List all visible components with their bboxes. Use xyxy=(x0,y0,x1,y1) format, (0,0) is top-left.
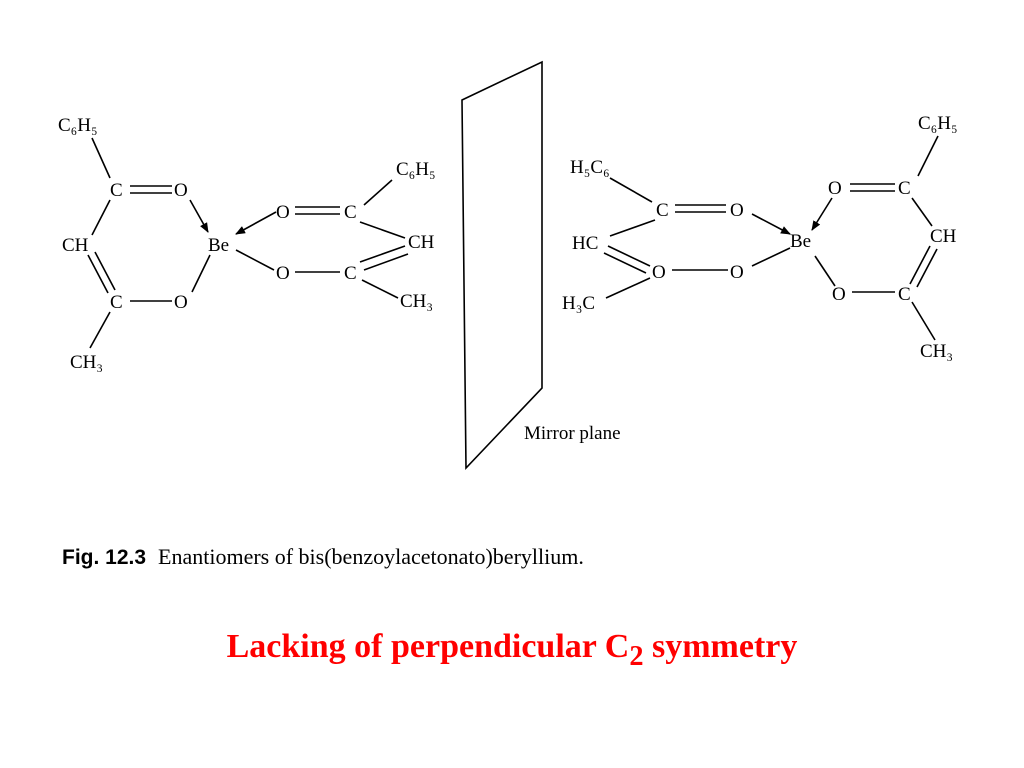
right-enantiomer: H₅C₆ C O HC O O H₃C Be C₆H₅ O C CH O C C… xyxy=(562,113,958,362)
carbon-label: C xyxy=(898,284,911,305)
beryllium-label: Be xyxy=(208,235,229,256)
mirror-plane-label: Mirror plane xyxy=(524,423,621,444)
bond xyxy=(359,221,406,239)
methyl-label: CH₃ xyxy=(920,341,953,362)
bond xyxy=(609,177,653,203)
coordinate-bond xyxy=(811,197,833,231)
bond xyxy=(91,137,111,179)
methyl-label: CH₃ xyxy=(400,291,433,312)
figure-caption-text: Enantiomers of bis(benzoylacetonato)bery… xyxy=(158,544,584,569)
oxygen-label: O xyxy=(730,200,744,221)
coordinate-bond xyxy=(235,211,277,235)
oxygen-label: O xyxy=(828,178,842,199)
enantiomer-diagram: C₆H₅ C O CH Be C O CH₃ O C C₆H₅ CH O C C… xyxy=(58,60,958,470)
phenyl-label: C₆H₅ xyxy=(396,159,436,180)
phenyl-label: H₅C₆ xyxy=(570,157,610,178)
phenyl-label: C₆H₅ xyxy=(918,113,958,134)
beryllium-label: Be xyxy=(790,231,811,252)
bond xyxy=(609,219,656,237)
carbon-label: C xyxy=(344,202,357,223)
oxygen-label: O xyxy=(730,262,744,283)
methyl-label: CH₃ xyxy=(70,352,103,373)
double-bond xyxy=(363,253,409,271)
bond xyxy=(751,247,791,267)
left-enantiomer: C₆H₅ C O CH Be C O CH₃ O C C₆H₅ CH O C C… xyxy=(58,115,436,373)
bond xyxy=(363,179,393,206)
carbon-label: C xyxy=(110,180,123,201)
oxygen-label: O xyxy=(652,262,666,283)
bond xyxy=(91,199,111,236)
bond xyxy=(605,277,651,299)
coordinate-bond xyxy=(751,213,791,235)
subtitle-suffix: symmetry xyxy=(643,628,798,665)
carbon-label: C xyxy=(110,292,123,313)
double-bond xyxy=(94,251,116,291)
oxygen-label: O xyxy=(174,292,188,313)
oxygen-label: O xyxy=(832,284,846,305)
double-bond xyxy=(607,245,651,267)
bond xyxy=(361,279,399,299)
figure-number: Fig. 12.3 xyxy=(62,546,147,569)
bond xyxy=(911,197,933,227)
figure-caption: Fig. 12.3 Enantiomers of bis(benzoylaceto… xyxy=(62,544,584,570)
double-bond xyxy=(359,245,406,263)
methine-label: CH xyxy=(930,226,957,247)
double-bond xyxy=(916,248,938,288)
carbon-label: C xyxy=(344,263,357,284)
bond xyxy=(235,249,275,271)
bond xyxy=(89,311,111,349)
coordinate-bond xyxy=(189,199,209,233)
mirror-plane: Mirror plane xyxy=(461,60,621,470)
bond xyxy=(191,254,211,293)
oxygen-label: O xyxy=(276,263,290,284)
double-bond xyxy=(603,252,647,274)
mirror-plane-shape xyxy=(461,60,543,470)
methyl-label: H₃C xyxy=(562,293,595,314)
oxygen-label: O xyxy=(276,202,290,223)
methine-label: CH xyxy=(62,235,89,256)
bond xyxy=(814,255,836,287)
methine-label: HC xyxy=(572,233,598,254)
double-bond xyxy=(87,254,109,294)
carbon-label: C xyxy=(656,200,669,221)
slide-subtitle: Lacking of perpendicular C2 symmetry xyxy=(0,628,1024,673)
bond xyxy=(911,301,936,341)
double-bond xyxy=(909,245,931,285)
phenyl-label: C₆H₅ xyxy=(58,115,98,136)
bond xyxy=(917,135,939,177)
subtitle-subscript: 2 xyxy=(629,640,644,672)
carbon-label: C xyxy=(898,178,911,199)
methine-label: CH xyxy=(408,232,435,253)
subtitle-text: Lacking of perpendicular C xyxy=(226,628,630,665)
oxygen-label: O xyxy=(174,180,188,201)
